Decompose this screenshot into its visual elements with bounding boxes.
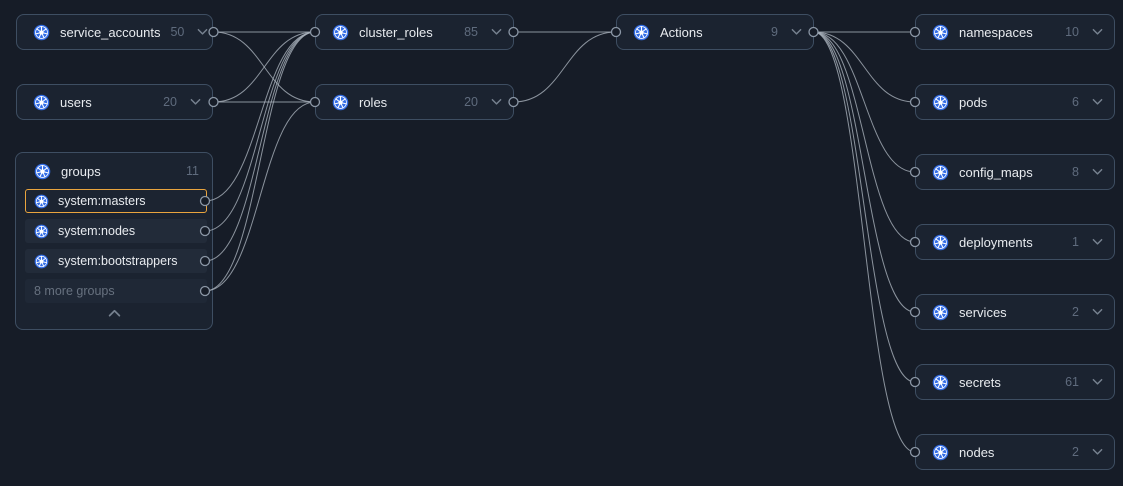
edge [213,31,316,103]
node-namespaces[interactable]: namespaces 10 [915,14,1115,50]
group-row-label: system:bootstrappers [58,254,178,268]
node-label: Actions [660,24,703,40]
node-label: namespaces [959,24,1033,40]
groups-label: groups [61,163,101,179]
kubernetes-icon [932,24,949,41]
kubernetes-icon [932,164,949,181]
node-groups-panel[interactable]: groups 11 system:masters [15,152,213,330]
chevron-down-icon[interactable] [190,98,201,106]
group-row-label: system:nodes [58,224,136,238]
node-actions[interactable]: Actions 9 [616,14,814,50]
node-count: 20 [464,95,478,109]
edge [813,31,916,383]
chevron-down-icon[interactable] [791,28,802,36]
kubernetes-icon [932,234,949,251]
chevron-down-icon[interactable] [491,28,502,36]
kubernetes-icon [34,224,49,239]
node-label: users [60,94,92,110]
node-roles[interactable]: roles 20 [315,84,514,120]
chevron-down-icon[interactable] [491,98,502,106]
node-label: roles [359,94,388,110]
edge [204,31,316,262]
edge [204,31,316,232]
chevron-down-icon[interactable] [197,28,208,36]
node-label: deployments [959,234,1033,250]
kubernetes-icon [33,94,50,111]
edge [513,31,617,103]
node-service-accounts[interactable]: service_accounts 50 [16,14,213,50]
node-count: 1 [1072,235,1079,249]
kubernetes-icon [34,194,49,209]
node-services[interactable]: services 2 [915,294,1115,330]
kubernetes-icon [332,94,349,111]
node-label: cluster_roles [359,24,433,40]
node-count: 85 [464,25,478,39]
chevron-down-icon[interactable] [1092,308,1103,316]
group-row-system-bootstrappers[interactable]: system:bootstrappers [25,249,207,273]
kubernetes-icon [332,24,349,41]
chevron-down-icon[interactable] [1092,168,1103,176]
edge [813,31,916,243]
kubernetes-icon [932,374,949,391]
node-label: nodes [959,444,995,460]
node-count: 10 [1065,25,1079,39]
node-count: 2 [1072,445,1079,459]
group-row-system-nodes[interactable]: system:nodes [25,219,207,243]
node-label: config_maps [959,164,1033,180]
edge [813,31,916,173]
edge [813,31,916,453]
node-count: 50 [170,25,185,39]
node-label: services [959,304,1007,320]
kubernetes-icon [633,24,650,41]
node-label: secrets [959,374,1001,390]
edge [204,101,316,292]
edge [813,31,916,313]
chevron-down-icon[interactable] [1092,28,1103,36]
edge [204,31,316,292]
node-label: pods [959,94,988,110]
groups-more-row[interactable]: 8 more groups [25,279,207,303]
chevron-down-icon[interactable] [1092,378,1103,386]
node-nodes[interactable]: nodes 2 [915,434,1115,470]
kubernetes-icon [932,304,949,321]
node-label: service_accounts [60,24,161,40]
edge [204,31,316,202]
kubernetes-icon [34,254,49,269]
node-count: 2 [1072,305,1079,319]
kubernetes-icon [34,163,51,180]
node-count: 61 [1065,375,1079,389]
edge [213,31,316,103]
chevron-up-icon[interactable] [108,309,121,318]
node-config-maps[interactable]: config_maps 8 [915,154,1115,190]
node-count: 8 [1072,165,1079,179]
edge [813,31,916,103]
node-count: 9 [771,25,778,39]
chevron-down-icon[interactable] [1092,98,1103,106]
node-secrets[interactable]: secrets 61 [915,364,1115,400]
node-deployments[interactable]: deployments 1 [915,224,1115,260]
kubernetes-icon [932,444,949,461]
node-count: 6 [1072,95,1079,109]
group-row-label: system:masters [58,194,146,208]
node-cluster-roles[interactable]: cluster_roles 85 [315,14,514,50]
node-pods[interactable]: pods 6 [915,84,1115,120]
kubernetes-icon [932,94,949,111]
groups-more-label: 8 more groups [34,284,115,298]
kubernetes-icon [33,24,50,41]
node-users[interactable]: users 20 [16,84,213,120]
chevron-down-icon[interactable] [1092,238,1103,246]
groups-header: groups 11 [16,153,212,189]
group-row-system-masters[interactable]: system:masters [25,189,207,213]
node-count: 20 [163,95,177,109]
chevron-down-icon[interactable] [1092,448,1103,456]
groups-count: 11 [186,164,199,178]
